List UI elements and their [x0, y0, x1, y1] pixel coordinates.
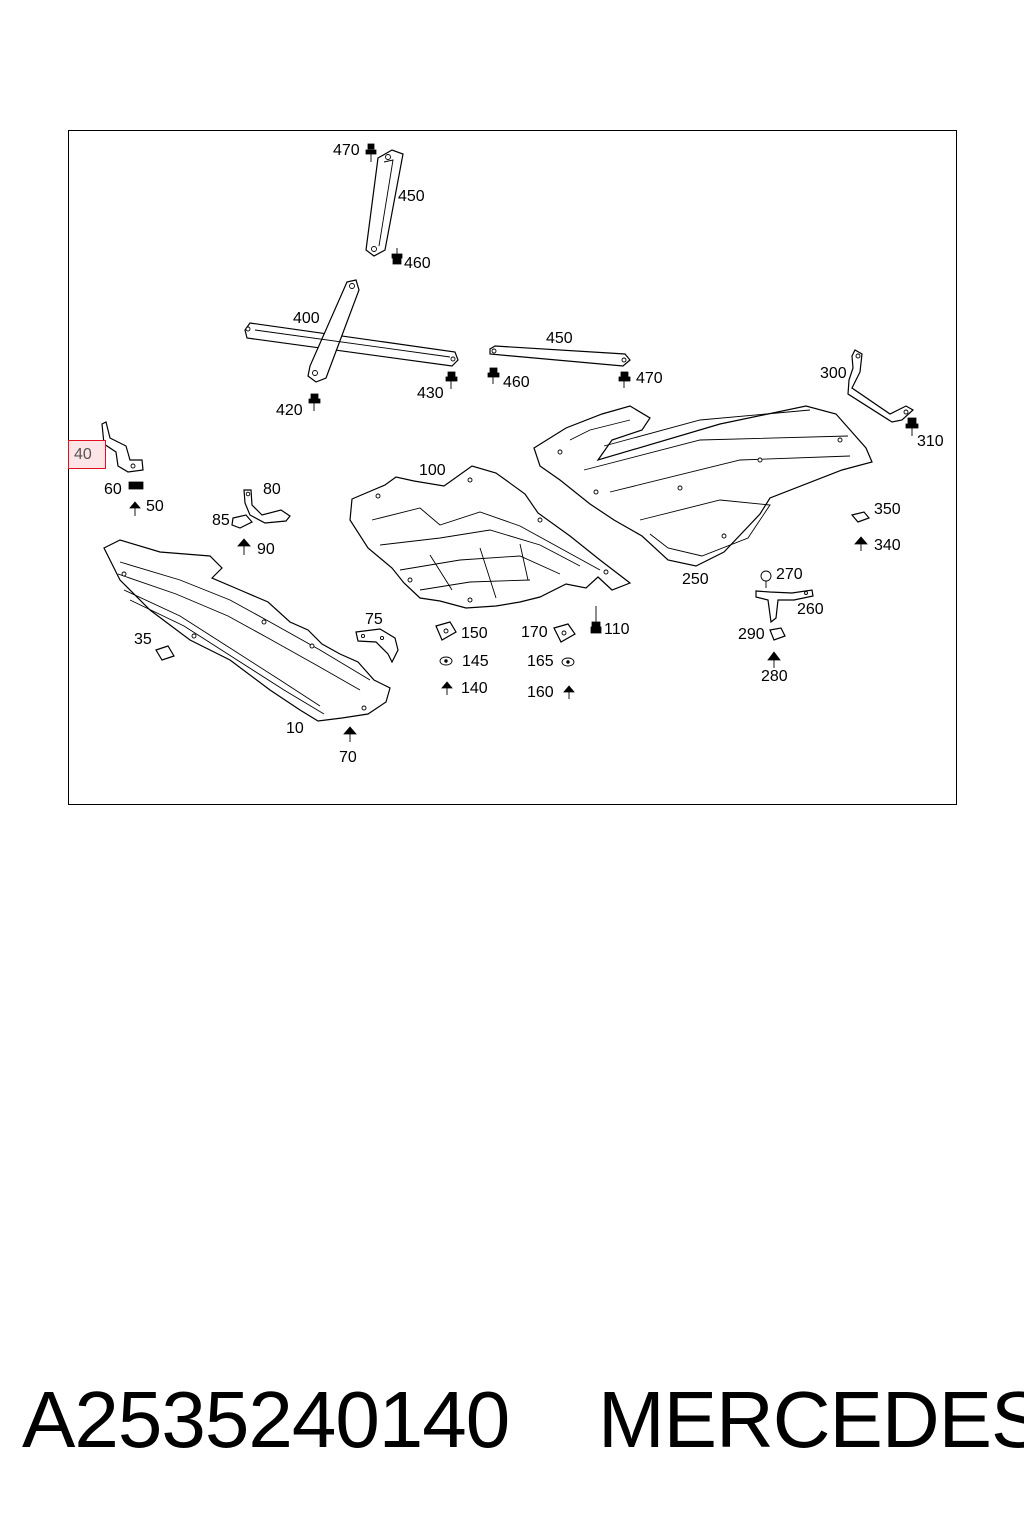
bolt-310 — [905, 417, 919, 436]
screw-340 — [854, 536, 868, 551]
callout-290: 290 — [738, 626, 765, 643]
callout-35: 35 — [134, 631, 152, 648]
callout-145: 145 — [462, 653, 489, 670]
screw-270 — [760, 570, 772, 588]
clip-35 — [155, 645, 175, 661]
callout-400: 400 — [293, 310, 320, 327]
clip-290 — [769, 627, 786, 641]
washer-165 — [561, 657, 575, 667]
callout-100: 100 — [419, 462, 446, 479]
bolt-110 — [590, 606, 602, 634]
part-number: A2535240140 — [22, 1375, 510, 1464]
callout-140: 140 — [461, 680, 488, 697]
callout-420: 420 — [276, 402, 303, 419]
callout-280: 280 — [761, 668, 788, 685]
clip-60 — [128, 481, 144, 490]
callout-450-lower: 450 — [546, 330, 573, 347]
caption: A2535240140 MERCEDES — [0, 1370, 1024, 1470]
callout-340: 340 — [874, 537, 901, 554]
clip-85 — [231, 514, 253, 529]
callout-430: 430 — [417, 385, 444, 402]
callout-90: 90 — [257, 541, 275, 558]
bolt-470-lower — [618, 371, 631, 388]
callout-85: 85 — [212, 512, 230, 529]
bracket-300 — [847, 349, 915, 423]
clip-170 — [553, 623, 576, 643]
callout-70: 70 — [339, 749, 357, 766]
bolt-470-upper — [365, 143, 377, 162]
callout-350: 350 — [874, 501, 901, 518]
bolt-460-lower — [487, 367, 500, 384]
screw-280 — [767, 651, 781, 668]
clip-150 — [435, 621, 457, 641]
callout-80: 80 — [263, 481, 281, 498]
bracket-40 — [101, 421, 144, 473]
brand-name: MERCEDES — [598, 1375, 1024, 1464]
screw-50 — [129, 501, 141, 516]
callout-110: 110 — [604, 621, 630, 638]
screw-160 — [563, 685, 575, 699]
callout-460-lower: 460 — [503, 374, 530, 391]
callout-10: 10 — [286, 720, 304, 737]
bracket-260 — [755, 589, 814, 624]
callout-250: 250 — [682, 571, 709, 588]
screw-90 — [237, 538, 251, 555]
callout-75: 75 — [365, 611, 383, 628]
callout-460-upper: 460 — [404, 255, 431, 272]
callout-300: 300 — [820, 365, 847, 382]
bolt-460-upper — [391, 248, 403, 265]
clip-350 — [850, 511, 871, 523]
cross-brace-400 — [244, 279, 459, 383]
callout-50: 50 — [146, 498, 164, 515]
callout-165: 165 — [527, 653, 554, 670]
bracket-80 — [243, 489, 291, 524]
strut-450-lower — [489, 345, 631, 367]
screw-70 — [343, 726, 357, 742]
callout-40-highlighted[interactable]: 40 — [68, 440, 106, 469]
callout-150: 150 — [461, 625, 488, 642]
callout-470-upper: 470 — [333, 142, 360, 159]
callout-60: 60 — [104, 481, 122, 498]
callout-260: 260 — [797, 601, 824, 618]
washer-145 — [439, 656, 453, 666]
callout-470-lower: 470 — [636, 370, 663, 387]
bolt-430 — [445, 371, 458, 389]
bracket-75 — [355, 628, 399, 664]
callout-310: 310 — [917, 433, 944, 450]
panel-250 — [533, 405, 873, 567]
callout-160: 160 — [527, 684, 554, 701]
screw-140 — [441, 681, 453, 695]
bolt-420 — [308, 393, 321, 411]
callout-170: 170 — [521, 624, 548, 641]
panel-10 — [103, 539, 391, 722]
panel-100 — [349, 465, 632, 609]
callout-450-upper: 450 — [398, 188, 425, 205]
strut-450-upper — [365, 149, 404, 257]
callout-270: 270 — [776, 566, 803, 583]
